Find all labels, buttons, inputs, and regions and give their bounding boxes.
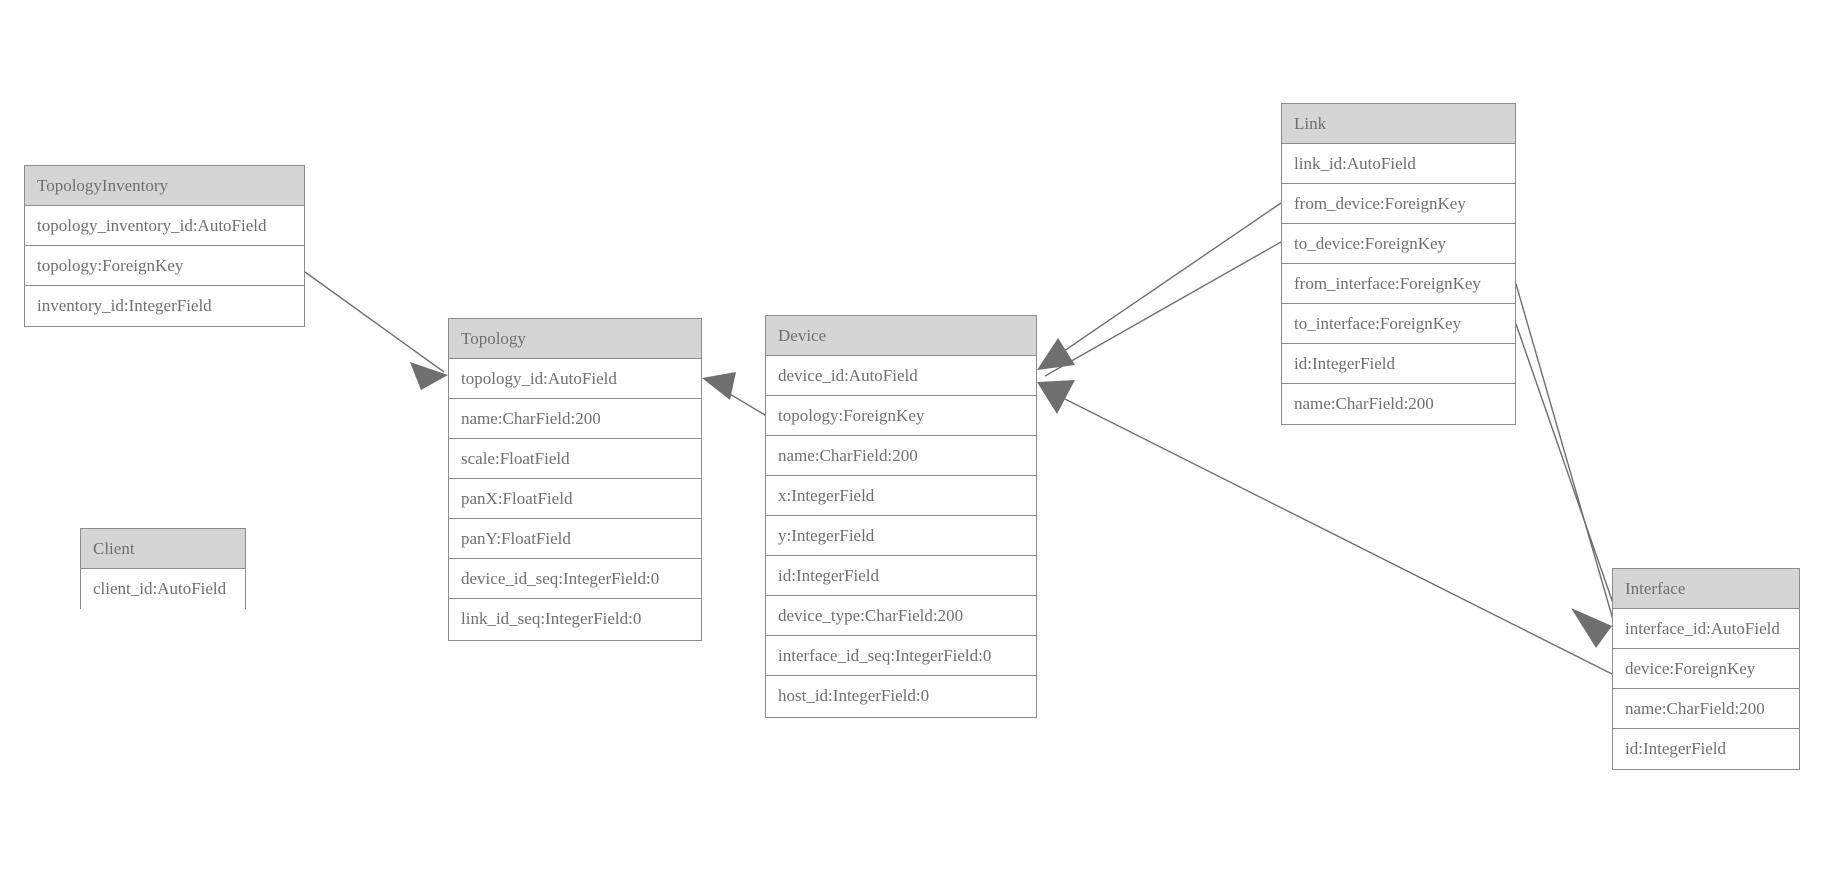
- entity-link-title: Link: [1282, 104, 1515, 144]
- entity-topology-field: device_id_seq:IntegerField:0: [449, 559, 701, 599]
- entity-device-field: device_type:CharField:200: [766, 596, 1036, 636]
- edge-topologyinventory-topology: [304, 271, 448, 390]
- arrowhead-icon: [1037, 380, 1075, 414]
- entity-topology-field: scale:FloatField: [449, 439, 701, 479]
- entity-interface-field: name:CharField:200: [1613, 689, 1799, 729]
- arrowhead-icon: [410, 362, 448, 390]
- entity-client-title: Client: [81, 529, 245, 569]
- arrowhead-icon: [702, 372, 736, 400]
- entity-interface-field: device:ForeignKey: [1613, 649, 1799, 689]
- entity-device-field: name:CharField:200: [766, 436, 1036, 476]
- entity-client-field: client_id:AutoField: [81, 569, 245, 609]
- edge-link-to-device: [1037, 241, 1282, 414]
- entity-device-field: interface_id_seq:IntegerField:0: [766, 636, 1036, 676]
- arrowhead-icon: [1037, 338, 1075, 370]
- entity-link-field: from_device:ForeignKey: [1282, 184, 1515, 224]
- entity-link-field: from_interface:ForeignKey: [1282, 264, 1515, 304]
- entity-interface-title: Interface: [1613, 569, 1799, 609]
- entity-topology-title: Topology: [449, 319, 701, 359]
- entity-topology-field: topology_id:AutoField: [449, 359, 701, 399]
- entity-topology-field: panX:FloatField: [449, 479, 701, 519]
- edge-device-interface: [1042, 387, 1613, 675]
- edge-link-to-interface: [1515, 323, 1624, 648]
- edge-link-from-interface: [1515, 283, 1617, 631]
- entity-device-field: device_id:AutoField: [766, 356, 1036, 396]
- entity-device-field: x:IntegerField: [766, 476, 1036, 516]
- entity-link-field: to_interface:ForeignKey: [1282, 304, 1515, 344]
- entity-device-field: topology:ForeignKey: [766, 396, 1036, 436]
- entity-link-field: link_id:AutoField: [1282, 144, 1515, 184]
- entity-device-field: id:IntegerField: [766, 556, 1036, 596]
- entity-device-field: host_id:IntegerField:0: [766, 676, 1036, 716]
- entity-interface-field: id:IntegerField: [1613, 729, 1799, 769]
- arrowhead-icon: [1571, 608, 1612, 648]
- entity-device-title: Device: [766, 316, 1036, 356]
- entity-topology-field: panY:FloatField: [449, 519, 701, 559]
- entity-topology_inventory-title: TopologyInventory: [25, 166, 304, 206]
- entity-device-field: y:IntegerField: [766, 516, 1036, 556]
- entity-topology_inventory-field: inventory_id:IntegerField: [25, 286, 304, 326]
- entity-topology-field: name:CharField:200: [449, 399, 701, 439]
- entity-topology_inventory-field: topology_inventory_id:AutoField: [25, 206, 304, 246]
- entity-topology-field: link_id_seq:IntegerField:0: [449, 599, 701, 639]
- entity-topology_inventory-field: topology:ForeignKey: [25, 246, 304, 286]
- entity-link-field: name:CharField:200: [1282, 384, 1515, 424]
- entity-interface-field: interface_id:AutoField: [1613, 609, 1799, 649]
- entity-link-field: to_device:ForeignKey: [1282, 224, 1515, 264]
- entity-link-field: id:IntegerField: [1282, 344, 1515, 384]
- edge-link-from-device: [1037, 202, 1282, 370]
